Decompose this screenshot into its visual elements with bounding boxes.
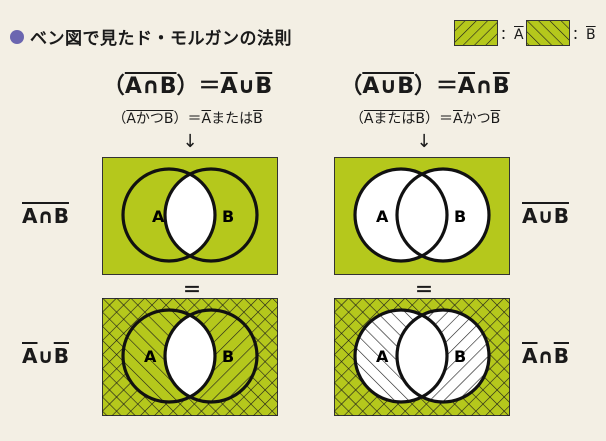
venn-circle-b [395,167,491,263]
law2-arrow: ↓ [416,131,432,152]
venn-label-a: A [144,347,157,366]
law1-top-label: A∩B [22,204,69,228]
page-title: ベン図で見たド・モルガンの法則 [30,29,292,49]
law2-bottom-label: A∩B [522,344,569,368]
venn-label-b: B [454,207,466,226]
venn-label-a: A [376,207,389,226]
venn-circle-b [163,308,259,404]
law2-top-label: A∪B [522,204,569,228]
venn-label-a: A [376,347,389,366]
venn-law1-top: A B [102,157,278,275]
venn-circle-b [395,308,491,404]
law1-arrow: ↓ [182,131,198,152]
venn-circle-a [353,308,449,404]
venn-law2-bottom: A B [334,298,510,416]
venn-law1-bottom: A B [102,298,278,416]
legend-not-b-swatch [526,20,570,46]
venn-circle-b [163,167,259,263]
legend-not-a-label: ：A [500,27,524,43]
venn-circle-a [353,167,449,263]
venn-label-b: B [222,207,234,226]
law2-equals-sign: ＝ [415,280,433,301]
law2-subtitle: （AまたはB）＝AかつB [349,111,501,127]
law1-equals-sign: ＝ [183,280,201,301]
venn-law2-top: A B [334,157,510,275]
venn-label-b: B [222,347,234,366]
title-bullet-icon [10,30,24,44]
law2-equation: （A∪B）＝A∩B [340,74,510,99]
law1-equation: （A∩B）＝A∪B [102,74,273,99]
venn-circle-a [121,167,217,263]
law1-subtitle: （AかつB）＝AまたはB [112,111,263,127]
law1-bottom-label: A∪B [22,344,69,368]
venn-label-b: B [454,347,466,366]
legend-not-b-label: ：B [572,27,596,43]
legend-not-a-swatch [454,20,498,46]
venn-label-a: A [152,207,165,226]
venn-circle-a [121,308,217,404]
